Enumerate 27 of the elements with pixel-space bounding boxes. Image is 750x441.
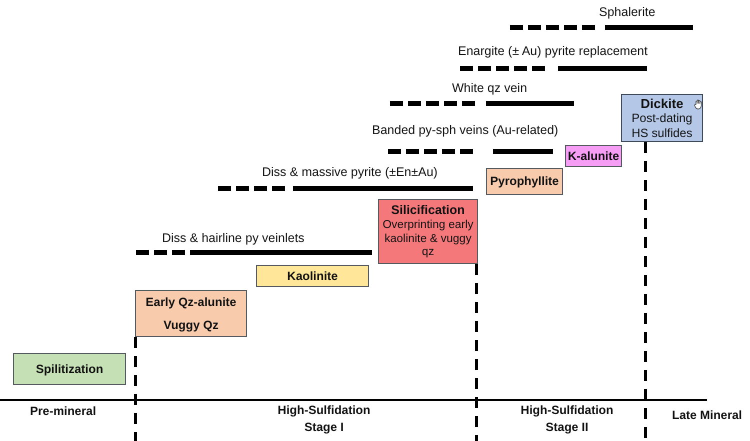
alteration-box (565, 145, 622, 167)
box-title: Early Qz-alunite (146, 295, 236, 310)
box-title: Spilitization (36, 362, 104, 376)
bar-label: Diss & massive pyrite (±En±Au) (262, 165, 438, 180)
bar-label: Banded py-sph veins (Au-related) (372, 123, 558, 138)
bar-label: Sphalerite (599, 5, 656, 20)
alteration-box (486, 168, 563, 195)
box-note: Overprinting early kaolinite & vuggy qz (382, 218, 474, 260)
box-title: Silicification (391, 202, 465, 218)
box-title: K-alunite (568, 148, 620, 164)
box-title: Kaolinite (287, 268, 338, 284)
box-title: Dickite (640, 96, 684, 112)
alteration-box (621, 94, 703, 142)
alteration-box (13, 353, 126, 385)
box-note: Post-dating HS sulfides (630, 111, 694, 140)
box-note: Vuggy Qz (164, 318, 218, 332)
stage-label: Pre-mineral (30, 403, 96, 420)
alteration-box (256, 265, 369, 287)
stage-label: High-Sulfidation Stage I (276, 402, 372, 436)
stage-label: Late Mineral (672, 407, 742, 424)
alteration-box (378, 199, 478, 264)
stage-label: High-Sulfidation Stage II (520, 402, 614, 436)
box-title: Pyrophyllite (490, 174, 559, 189)
alteration-box (135, 290, 247, 337)
bar-label: White qz vein (452, 81, 528, 96)
bar-label: Enargite (± Au) pyrite replacement (458, 44, 648, 59)
bar-label: Diss & hairline py veinlets (162, 231, 304, 246)
